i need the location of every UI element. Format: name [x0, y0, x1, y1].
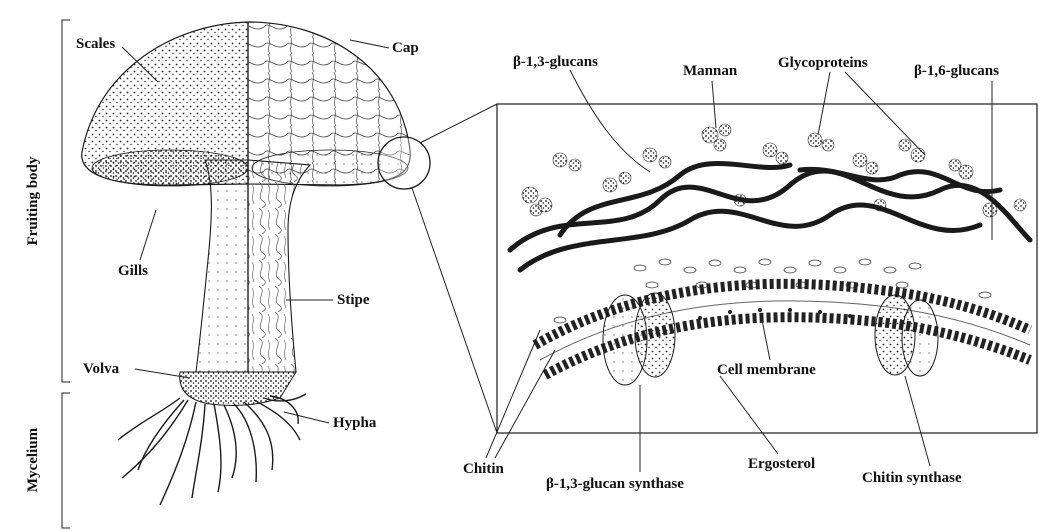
fruiting-body-label: Fruiting body [25, 156, 41, 245]
beta16-glucans-label: β-1,6-glucans [914, 63, 999, 79]
ergosterol-label: Ergosterol [748, 456, 815, 472]
beta13-glucans-label: β-1,3-glucans [513, 54, 598, 70]
chitin-synthase-label: Chitin synthase [862, 470, 962, 486]
mycelium-label: Mycelium [25, 427, 41, 492]
cell-membrane-label: Cell membrane [717, 362, 816, 378]
stipe-label: Stipe [337, 292, 370, 308]
hypha-label: Hypha [333, 415, 377, 431]
glycoproteins-label: Glycoproteins [778, 55, 868, 71]
gills-label: Gills [118, 263, 148, 279]
section-brackets [62, 20, 70, 528]
volva-label: Volva [83, 361, 120, 377]
scales-label: Scales [76, 36, 115, 52]
cap-label: Cap [392, 40, 419, 56]
chitin-label: Chitin [463, 461, 505, 477]
beta13-glucan-synthase-label: β-1,3-glucan synthase [546, 476, 684, 492]
mannan-label: Mannan [683, 63, 738, 79]
